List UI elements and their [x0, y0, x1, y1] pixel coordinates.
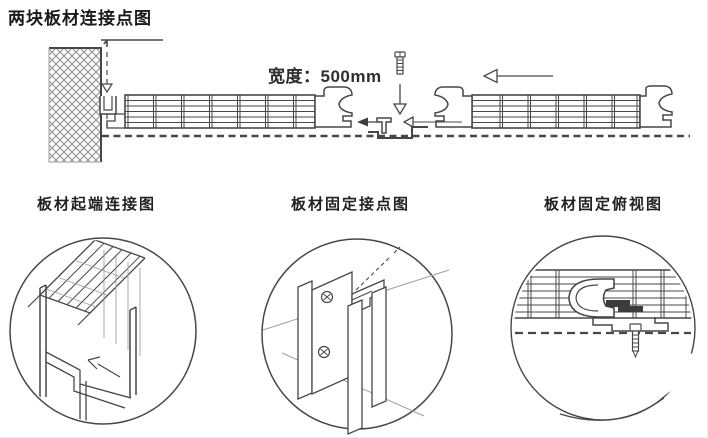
circle-tail-arc — [559, 397, 665, 421]
clip-screw-icon-2 — [317, 345, 331, 359]
multiwall-panel-3d — [27, 240, 146, 326]
detail-circle-top-view — [510, 235, 696, 421]
wall-u-channel — [99, 96, 125, 129]
clip-base-profile — [368, 126, 428, 139]
clip-top-view — [606, 300, 643, 312]
fixing-clip-3d — [297, 270, 387, 435]
panel-left — [124, 86, 353, 129]
long-left-arrow-icon — [482, 68, 553, 84]
page-title: 两块板材连接点图 — [8, 9, 152, 28]
panel-right — [434, 85, 673, 129]
wall-section — [48, 47, 102, 163]
insertion-arrow-icon — [100, 52, 114, 128]
hook-joint-top-view — [568, 278, 615, 318]
fixing-clip-profile — [368, 117, 428, 139]
motion-lines — [103, 250, 141, 356]
down-arrow-icon — [392, 84, 408, 116]
panel-right-right-hook-profile — [639, 85, 673, 128]
u-profile-3d — [39, 284, 137, 422]
detail-circle-start-connection — [9, 237, 197, 425]
mounting-bracket-line — [101, 39, 163, 47]
left-arrow-hollow-icon — [402, 115, 462, 129]
clip-screw-icon — [320, 290, 334, 304]
axis-dashed-line — [355, 246, 401, 291]
detail-circle-fixing-joint — [261, 238, 453, 435]
section-label-fixing-joint: 板材固定接点图 — [291, 196, 411, 213]
insert-direction-arrow-icon — [87, 356, 121, 378]
screw-icon — [394, 51, 406, 75]
section-label-start-connection: 板材起端连接图 — [37, 196, 157, 213]
section-label-top-view: 板材固定俯视图 — [544, 196, 664, 213]
circle-gap-eraser — [645, 353, 696, 405]
width-dimension-label: 宽度：500mm — [268, 67, 382, 86]
screw-top-view-icon — [629, 323, 642, 359]
panel-left-hook-profile — [314, 86, 353, 128]
panel-right-left-hook-profile — [434, 86, 473, 128]
